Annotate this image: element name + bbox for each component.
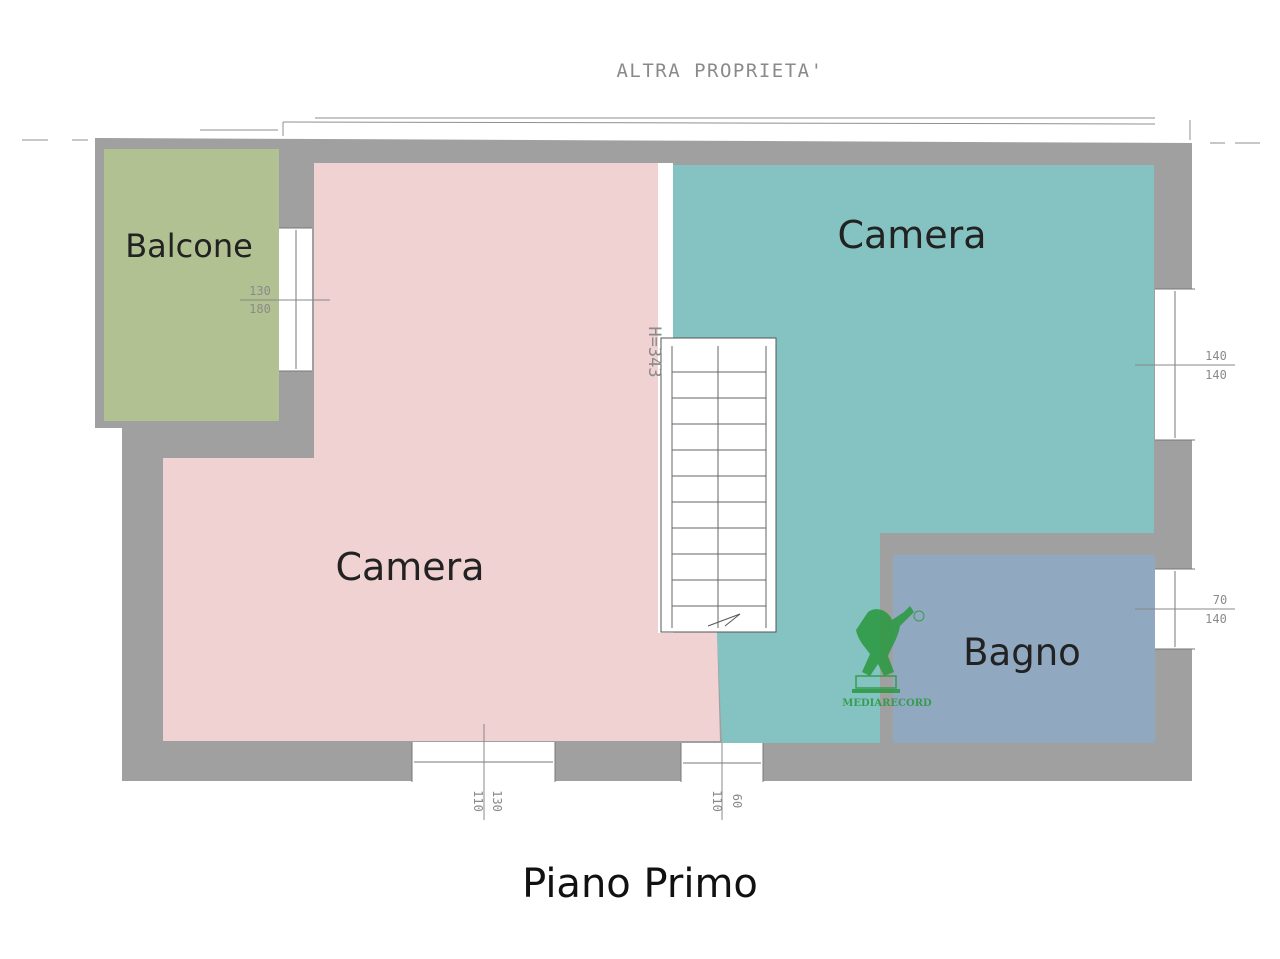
dim-bath-window-top: 70 xyxy=(1213,593,1227,607)
label-camera-left: Camera xyxy=(335,545,484,589)
plan-title: Piano Primo xyxy=(522,861,758,907)
dim-right-window-bottom: 140 xyxy=(1205,368,1227,382)
room-camera-right xyxy=(673,165,1154,743)
staircase xyxy=(660,337,777,633)
label-balcone: Balcone xyxy=(125,227,253,265)
neighbor-property-label: ALTRA PROPRIETA' xyxy=(616,60,823,82)
window-bottom-right xyxy=(680,743,764,820)
mediarecord-logo-icon: MEDIARECORD xyxy=(842,606,932,709)
dim-bottom-window-2-b: 60 xyxy=(730,794,744,808)
dim-right-window-top: 140 xyxy=(1205,349,1227,363)
window-bagno xyxy=(1135,568,1235,650)
svg-text:MEDIARECORD: MEDIARECORD xyxy=(842,698,932,709)
window-bottom-left xyxy=(411,724,556,820)
window-right-camera xyxy=(1135,288,1235,441)
property-lines xyxy=(22,117,1260,144)
dim-bottom-window-2-a: 110 xyxy=(710,790,724,812)
dim-bottom-window-1-a: 110 xyxy=(471,790,485,812)
room-balcone xyxy=(104,149,279,421)
label-bagno: Bagno xyxy=(963,631,1081,674)
dim-bottom-window-1-b: 130 xyxy=(490,790,504,812)
room-camera-left xyxy=(163,163,720,741)
dim-balcony-window-bottom: 180 xyxy=(249,302,271,316)
window-balcony xyxy=(240,227,330,372)
label-camera-right: Camera xyxy=(837,213,986,257)
dim-balcony-window-top: 130 xyxy=(249,284,271,298)
dim-bath-window-bottom: 140 xyxy=(1205,612,1227,626)
stair-height-label: H=343 xyxy=(644,326,664,377)
room-bagno xyxy=(893,555,1155,743)
